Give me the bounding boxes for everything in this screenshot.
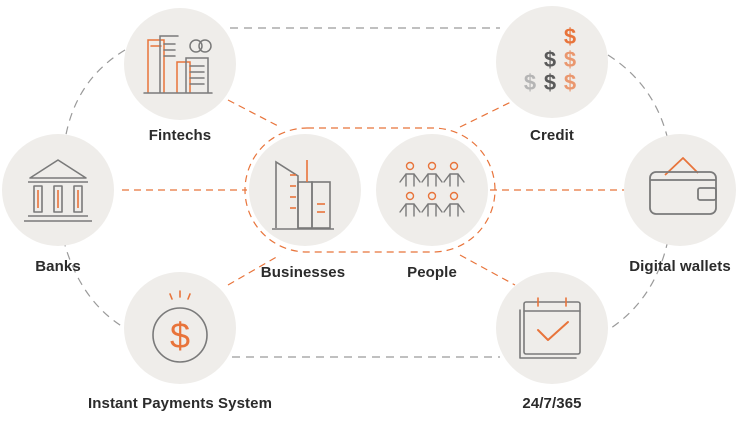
svg-text:$: $ [564,70,576,95]
instant-payments-circle [124,272,236,384]
digital-wallets-circle [624,134,736,246]
dollar-coin-icon: $ [152,290,208,363]
svg-text:$: $ [564,24,576,49]
people-circle [376,134,488,246]
svg-text:$: $ [544,70,556,95]
office-buildings-icon [272,160,334,230]
digital-wallets-label: Digital wallets [629,258,731,275]
always-on-label: 24/7/365 [522,395,582,412]
instant-payments-label: Instant Payments System [87,395,273,412]
wallet-icon [649,157,717,215]
businesses-label: Businesses [260,264,346,281]
credit-label: Credit [530,127,574,144]
fintech-buildings-icon [143,35,213,94]
svg-text:$: $ [564,47,576,72]
calendar-check-icon [519,297,581,359]
people-group-icon [399,161,465,217]
banks-label: Banks [35,258,81,275]
svg-text:$: $ [524,70,536,95]
people-label: People [407,264,457,281]
credit-circle [496,6,608,118]
always-on-circle [496,272,608,384]
svg-text:$: $ [170,315,190,356]
svg-text:$: $ [544,47,556,72]
node-circles [2,6,736,384]
dollar-stack-icon: $ $ $ $ $ $ [524,24,576,95]
bank-icon [24,159,92,222]
orange-connectors [122,99,625,286]
fintechs-label: Fintechs [148,127,212,144]
fintechs-circle [124,8,236,120]
